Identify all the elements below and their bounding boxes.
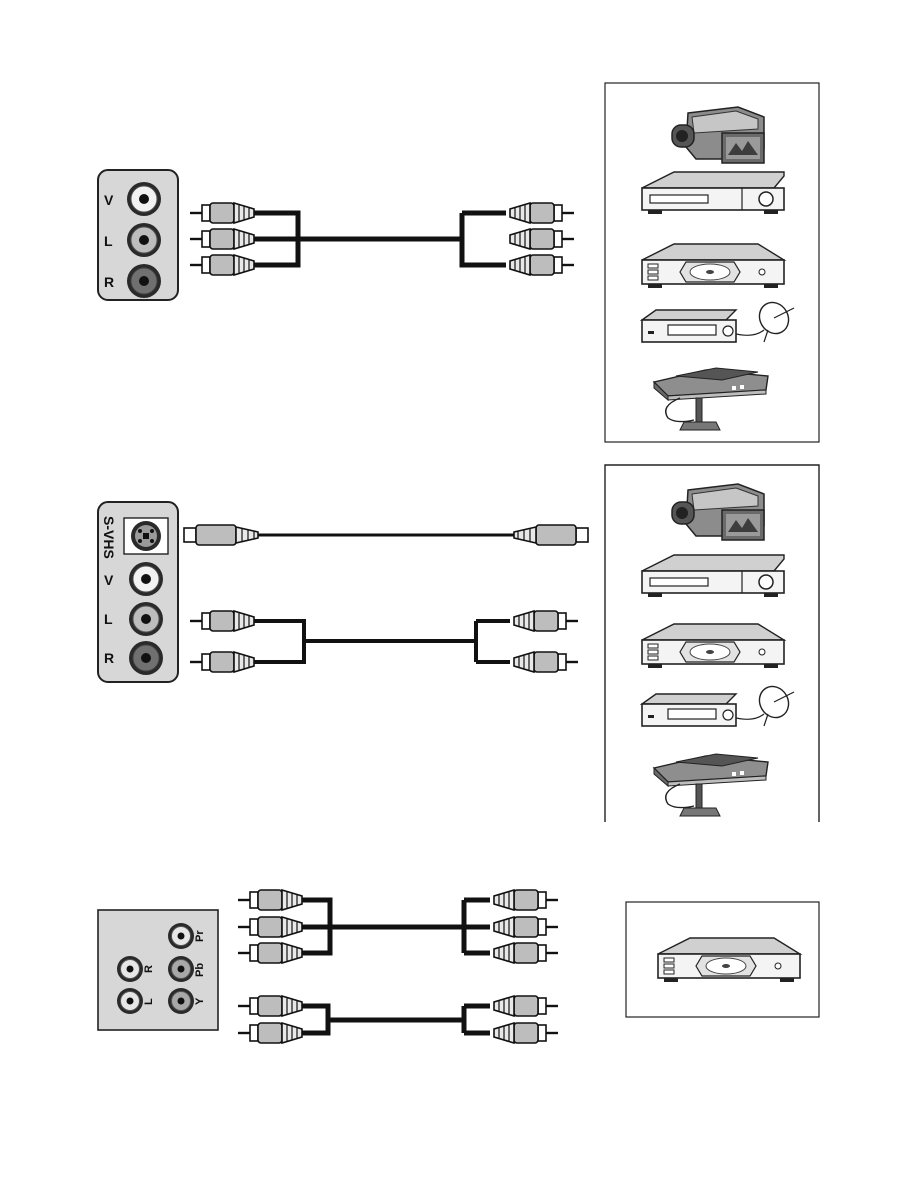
audio-left-jack: [117, 988, 143, 1014]
dvd-player-icon: [658, 938, 800, 982]
video-jack: [129, 562, 163, 596]
vcr-icon: [642, 555, 784, 597]
camcorder-icon: [672, 107, 764, 163]
jack-label-l: L: [104, 233, 113, 249]
audio-left-jack: [127, 223, 161, 257]
audio-right-jack: [129, 641, 163, 675]
y-jack: [168, 988, 194, 1014]
audio-right-jack: [127, 264, 161, 298]
game-console-icon: [654, 754, 768, 816]
video-jack: [127, 182, 161, 216]
section-component: Pr Pb Y R L: [98, 890, 819, 1043]
dvd-player-icon: [642, 624, 784, 668]
jack-label-l: L: [104, 611, 113, 627]
pr-label: Pr: [194, 930, 206, 942]
game-console-icon: [654, 368, 768, 430]
jack-label-r: R: [104, 274, 114, 290]
svhs-socket: [131, 521, 161, 551]
audio-left-jack: [129, 602, 163, 636]
jack-label-r: R: [104, 650, 114, 666]
vcr-icon: [642, 172, 784, 214]
pr-jack: [168, 923, 194, 949]
audio-cable: [190, 611, 578, 672]
y-label: Y: [194, 997, 206, 1005]
audio-cable: [238, 996, 558, 1043]
l-label: L: [143, 998, 155, 1005]
dvd-player-icon: [642, 244, 784, 288]
component-cable: [238, 890, 558, 963]
svhs-cable: [184, 525, 588, 545]
jack-label-v: V: [104, 572, 114, 588]
pb-jack: [168, 956, 194, 982]
section-svhs: S-VHS V L R: [98, 465, 819, 822]
camcorder-icon: [672, 484, 764, 540]
svhs-label: S-VHS: [101, 516, 117, 559]
audio-right-jack: [117, 956, 143, 982]
pb-label: Pb: [194, 963, 206, 977]
satellite-receiver-icon: [642, 681, 794, 726]
satellite-receiver-icon: [642, 297, 794, 342]
jack-label-v: V: [104, 192, 114, 208]
section-composite: V L R: [98, 83, 819, 442]
r-label: R: [143, 965, 155, 973]
rca-cable: [190, 203, 574, 275]
